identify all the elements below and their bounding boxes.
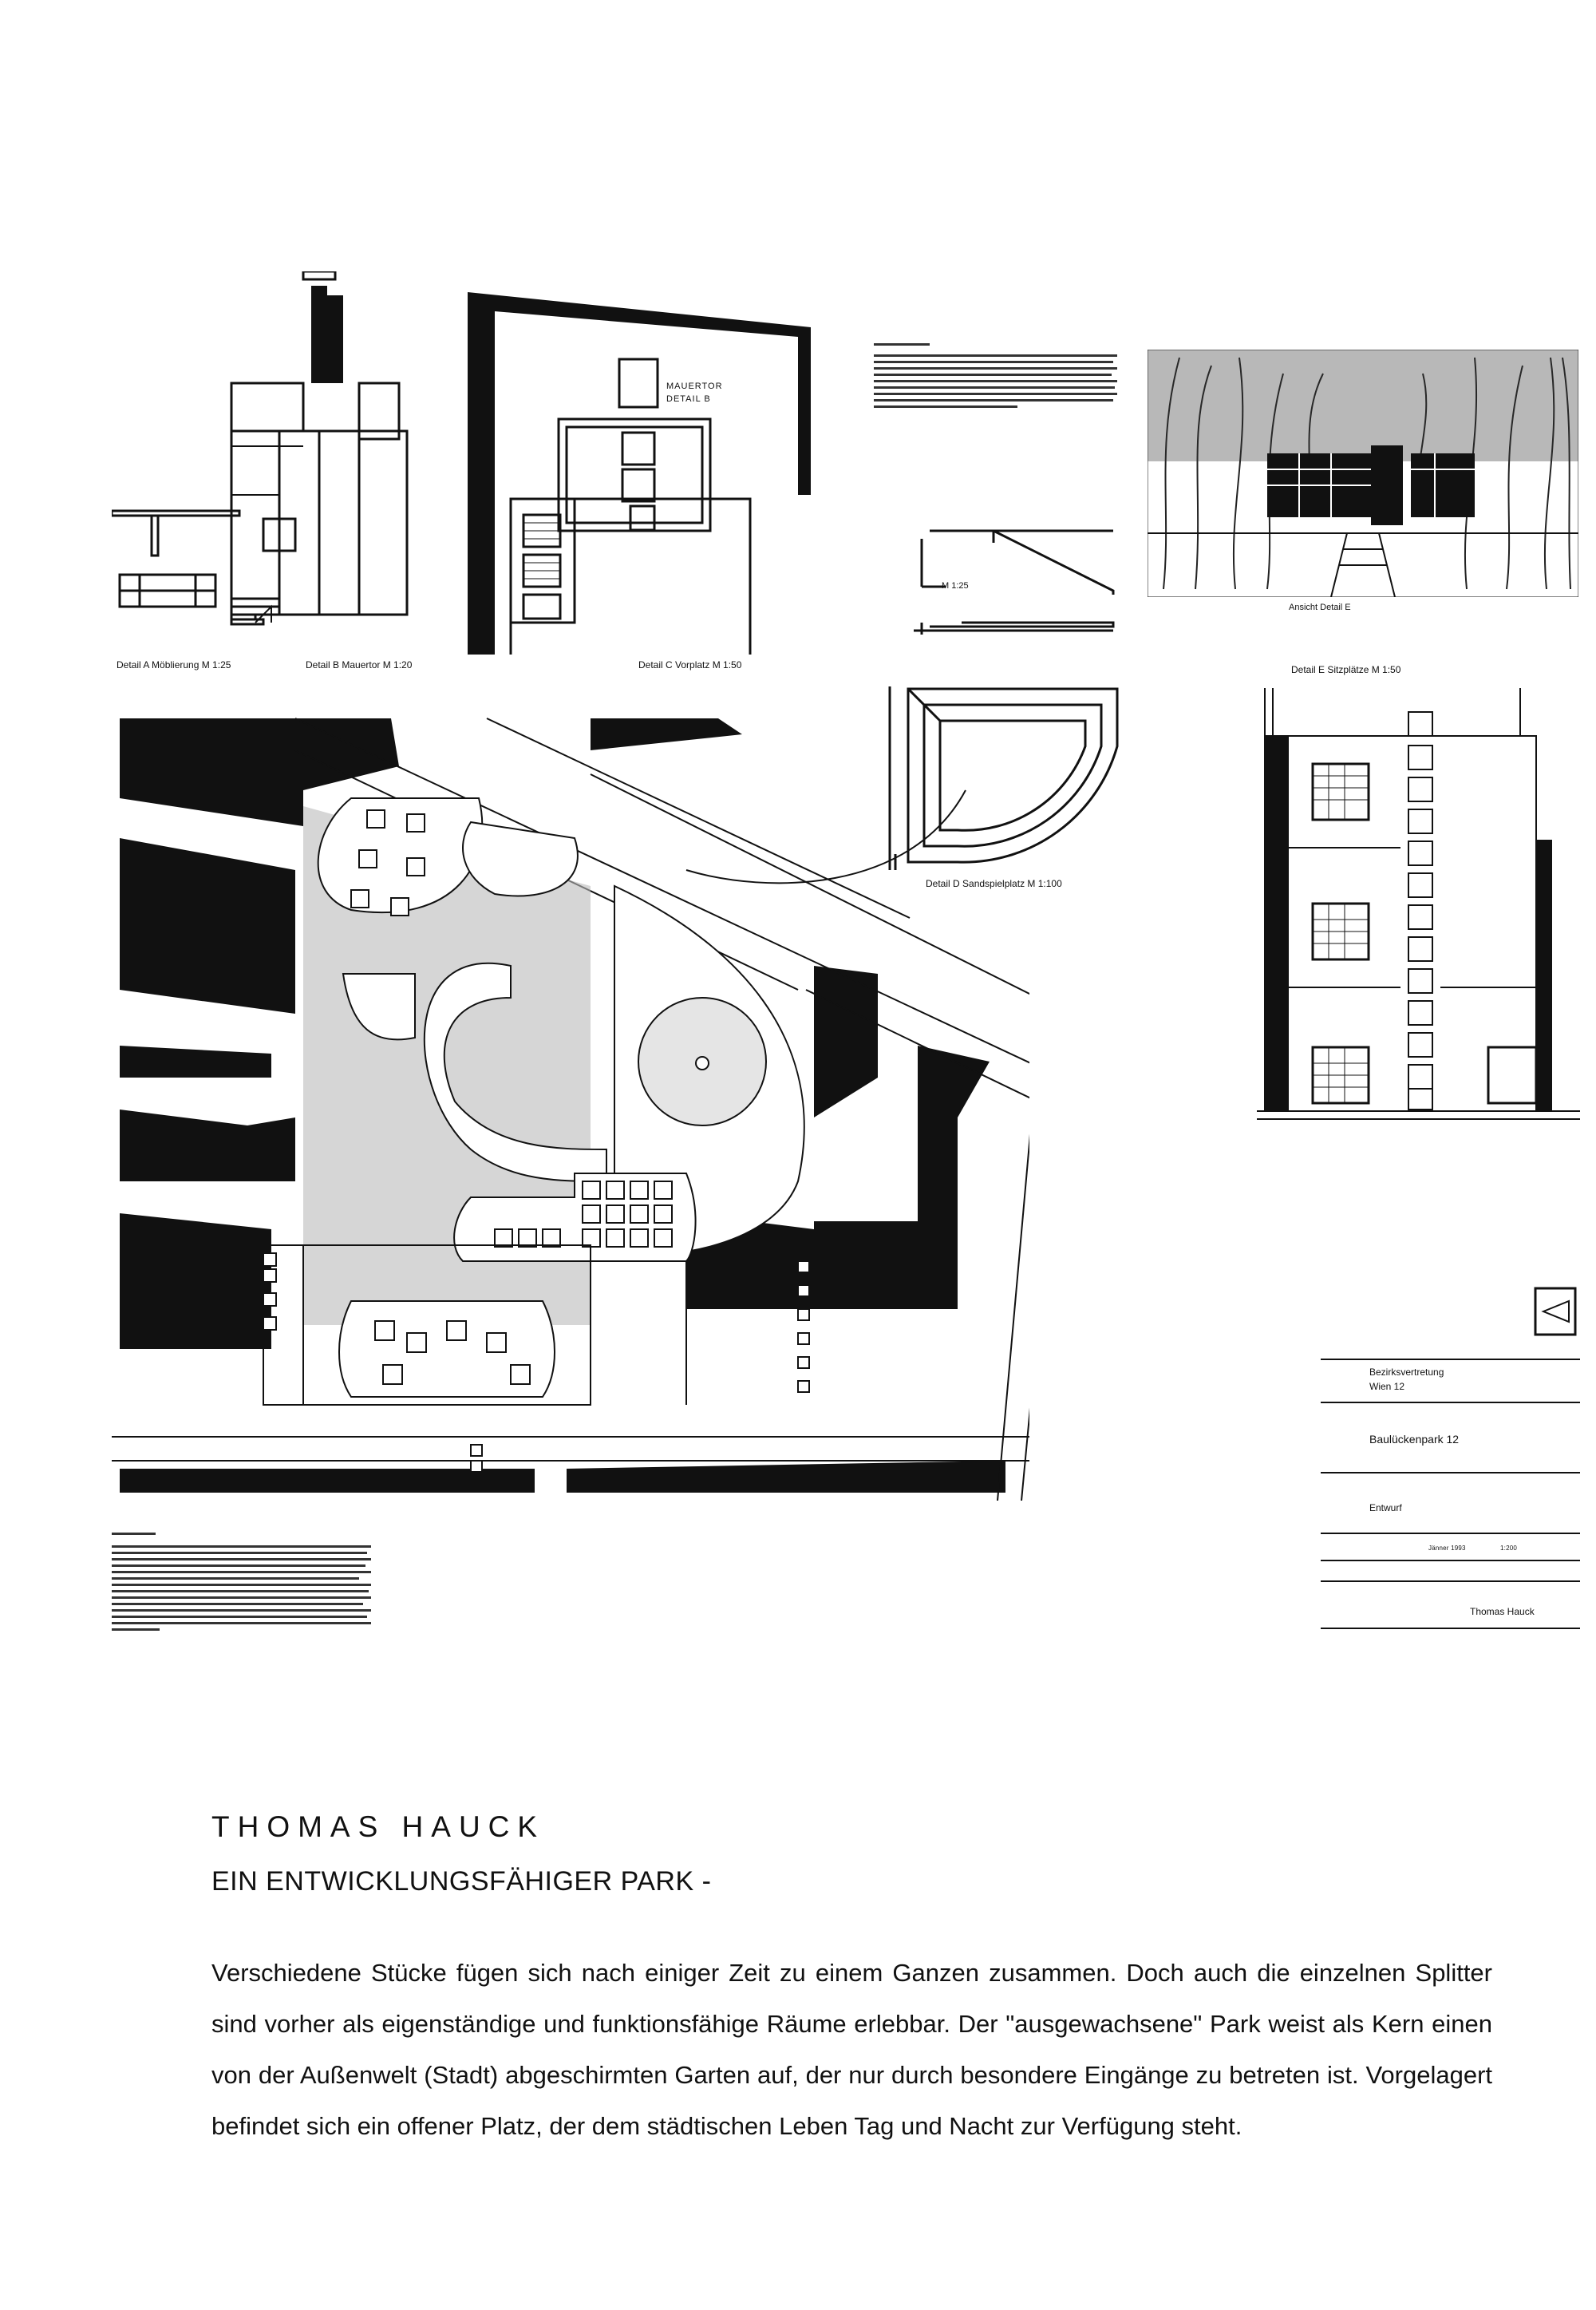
mauertor-note: MAUERTOR bbox=[666, 382, 723, 391]
detail-b-label: Detail B Mauertor M 1:20 bbox=[306, 659, 413, 670]
detail-a-label: Detail A Möblierung M 1:25 bbox=[117, 659, 231, 670]
title-block-lines bbox=[1321, 1359, 1580, 1629]
title-block-author: Thomas Hauck bbox=[1470, 1606, 1535, 1617]
planting-notes-text bbox=[112, 1533, 371, 1631]
detail-d-label: Detail D Sandspielplatz M 1:100 bbox=[926, 878, 1062, 889]
title-block-phase: Entwurf bbox=[1369, 1502, 1402, 1513]
title-block-date: Jänner 1993 bbox=[1428, 1545, 1466, 1552]
title-block-project: Baulückenpark 12 bbox=[1369, 1433, 1460, 1446]
ansicht-detail-e-label: Ansicht Detail E bbox=[1289, 603, 1351, 612]
detail-c-label: Detail C Vorplatz M 1:50 bbox=[638, 659, 742, 670]
north-arrow-icon bbox=[1534, 1287, 1577, 1336]
detail-e-label: Detail E Sitzplätze M 1:50 bbox=[1291, 664, 1401, 675]
ansicht-detail-e-image bbox=[1148, 350, 1578, 597]
detail-c-drawing bbox=[468, 292, 811, 655]
site-plan bbox=[112, 718, 1029, 1501]
title-block-client-2: Wien 12 bbox=[1369, 1381, 1405, 1392]
section-drawing bbox=[914, 529, 1115, 635]
description-paragraph: Verschiedene Stücke fügen sich nach eini… bbox=[211, 1959, 1492, 2140]
section-scale-label: M 1:25 bbox=[942, 581, 969, 591]
mauertor-note-2: DETAIL B bbox=[666, 394, 711, 404]
sandspielplatz-text-block bbox=[874, 343, 1121, 419]
detail-d-drawing bbox=[888, 686, 1119, 870]
title-block-scale: 1:200 bbox=[1500, 1545, 1518, 1552]
sandspielplatz-text-lines bbox=[874, 343, 1117, 408]
project-title: EIN ENTWICKLUNGSFÄHIGER PARK - bbox=[211, 1866, 712, 1897]
detail-a-b-drawing bbox=[112, 271, 409, 626]
detail-e-drawing bbox=[1257, 688, 1580, 1120]
author-name: THOMAS HAUCK bbox=[211, 1810, 546, 1843]
title-block-client-1: Bezirksvertretung bbox=[1369, 1367, 1444, 1378]
